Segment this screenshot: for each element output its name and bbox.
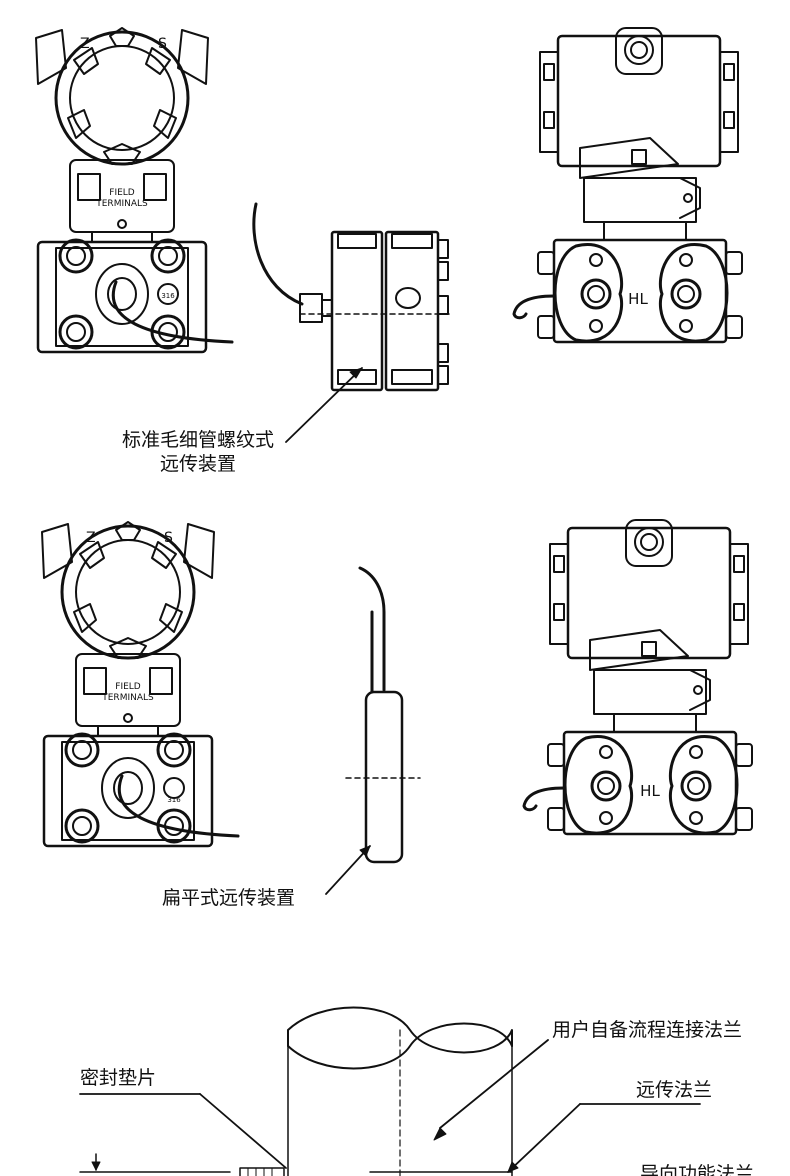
terminals-line1-2: FIELD [115, 682, 141, 692]
remote-flange-leader-line [507, 1103, 581, 1173]
capillary-seal-device [252, 202, 451, 392]
terminals-line2: TERMINALS [95, 199, 148, 209]
user-flange-leader-line [439, 1039, 549, 1129]
side-mark-2: HL [640, 782, 660, 800]
cut-off-label: 导向功能法兰 [640, 1163, 755, 1176]
remote-flange-label: 远传法兰 [636, 1079, 713, 1101]
capillary-leader-arrow [349, 367, 363, 379]
material-badge: 316 [161, 292, 175, 300]
terminals-line2-2: TERMINALS [101, 693, 154, 703]
flange-section [79, 1153, 513, 1176]
flat-leader-line [325, 845, 371, 895]
side-view-bottom [522, 518, 754, 836]
terminals-line1: FIELD [109, 188, 135, 198]
material-badge-2: 316 [167, 796, 181, 804]
user-flange-label: 用户自备流程连接法兰 [552, 1019, 743, 1041]
capillary-seal-label-line2: 远传装置 [159, 453, 236, 475]
gasket-leader-line [199, 1093, 287, 1169]
capillary-seal-label-line1: 标准毛细管螺纹式 [121, 429, 274, 451]
cover-mark-right-2: S [164, 530, 173, 546]
flat-leader-arrow [359, 845, 371, 857]
capillary-seal-label: 标准毛细管螺纹式 远传装置 [100, 428, 296, 476]
capillary-leader-line [285, 367, 363, 443]
remote-flange-leader-arrow [507, 1161, 519, 1173]
pipe-break-symbol [287, 1006, 513, 1176]
seal-gasket-label: 密封垫片 [80, 1067, 157, 1089]
cover-mark-left: Z [80, 36, 90, 52]
flat-seal-label: 扁平式远传装置 [162, 887, 296, 909]
flat-seal-device [345, 566, 421, 864]
cover-mark-right: S [158, 36, 167, 52]
user-flange-leader-arrow [433, 1127, 447, 1141]
side-mark: HL [628, 290, 648, 308]
cover-mark-left-2: Z [86, 530, 96, 546]
